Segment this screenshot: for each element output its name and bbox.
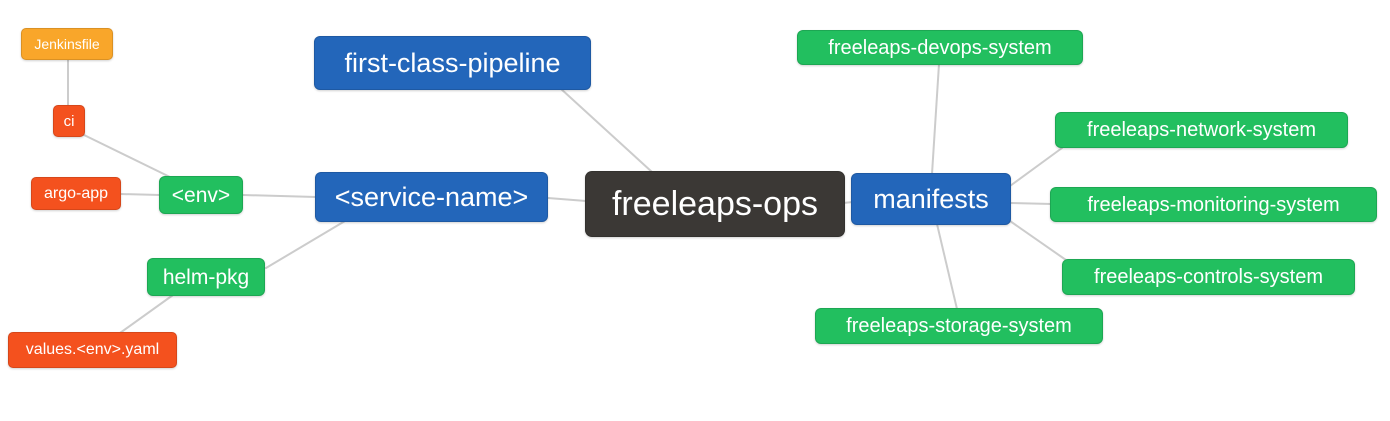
edge-first-class-pipeline-freeleaps-ops (559, 87, 653, 173)
edge-manifests-controls-system (1009, 220, 1067, 261)
node-freeleaps-monitoring-system[interactable]: freeleaps-monitoring-system (1050, 187, 1377, 222)
node-label-freeleaps-monitoring-system: freeleaps-monitoring-system (1087, 193, 1340, 216)
node-label-jenkinsfile: Jenkinsfile (34, 36, 100, 52)
node-first-class-pipeline[interactable]: first-class-pipeline (314, 36, 591, 90)
edge-devops-system-manifests (931, 63, 940, 175)
node-label-service-name: <service-name> (334, 181, 529, 212)
node-label-ci: ci (63, 112, 75, 130)
node-freeleaps-ops[interactable]: freeleaps-ops (585, 171, 845, 237)
node-label-manifests: manifests (873, 183, 989, 214)
node-freeleaps-controls-system[interactable]: freeleaps-controls-system (1062, 259, 1355, 295)
edge-service-name-helm-pkg (265, 220, 346, 269)
node-label-env: <env> (171, 183, 231, 207)
node-jenkinsfile[interactable]: Jenkinsfile (21, 28, 113, 60)
node-ci[interactable]: ci (53, 105, 85, 137)
node-label-freeleaps-network-system: freeleaps-network-system (1087, 119, 1316, 141)
node-helm-pkg[interactable]: helm-pkg (147, 258, 265, 296)
node-label-first-class-pipeline: first-class-pipeline (344, 47, 561, 78)
edge-manifests-storage-system (936, 223, 958, 310)
node-manifests[interactable]: manifests (851, 173, 1011, 225)
node-freeleaps-storage-system[interactable]: freeleaps-storage-system (815, 308, 1103, 344)
edge-manifests-network-system (1009, 147, 1063, 187)
edge-env-service-name (242, 194, 317, 198)
node-label-freeleaps-controls-system: freeleaps-controls-system (1094, 266, 1323, 288)
edge-argo-app-env (119, 193, 161, 196)
node-values-env-yaml[interactable]: values.<env>.yaml (8, 332, 177, 368)
node-label-freeleaps-ops: freeleaps-ops (611, 185, 818, 223)
edge-service-name-freeleaps-ops (547, 197, 587, 202)
edge-helm-pkg-values-env-yaml (119, 294, 174, 334)
edge-ci-env (81, 133, 173, 179)
node-label-freeleaps-storage-system: freeleaps-storage-system (846, 315, 1072, 337)
node-label-argo-app: argo-app (43, 184, 109, 202)
node-label-values-env-yaml: values.<env>.yaml (25, 341, 160, 358)
node-argo-app[interactable]: argo-app (31, 177, 121, 210)
node-label-helm-pkg: helm-pkg (162, 265, 250, 289)
node-service-name[interactable]: <service-name> (315, 172, 548, 222)
edge-manifests-monitoring-system (1009, 202, 1053, 205)
node-env[interactable]: <env> (159, 176, 243, 214)
node-label-freeleaps-devops-system: freeleaps-devops-system (828, 36, 1052, 59)
node-freeleaps-network-system[interactable]: freeleaps-network-system (1055, 112, 1348, 148)
node-freeleaps-devops-system[interactable]: freeleaps-devops-system (797, 30, 1083, 65)
